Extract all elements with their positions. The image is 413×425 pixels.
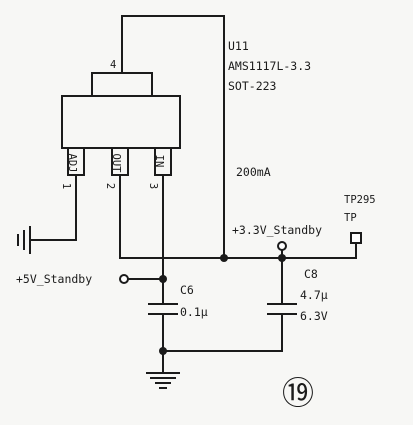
capacitor-c6 — [148, 278, 178, 374]
regulator-body — [61, 95, 181, 149]
regulator-tab — [91, 72, 153, 97]
pin-name-adj: ADJ — [66, 154, 78, 173]
capacitor-c8 — [267, 257, 297, 352]
c6-ref: C6 — [180, 283, 194, 297]
output-net-label: +3.3V_Standby — [232, 223, 322, 237]
test-point-ref: TP295 — [344, 194, 376, 206]
c8-ref: C8 — [304, 267, 318, 281]
ground-icon — [146, 372, 180, 389]
junction-ground — [159, 347, 167, 355]
test-point-label: TP — [344, 212, 357, 224]
c8-voltage: 6.3V — [300, 309, 328, 323]
regulator-u11: ADJ OUT IN 1 2 3 4 — [60, 15, 181, 280]
regulator-part: AMS1117L-3.3 — [228, 59, 311, 73]
sheet-marker: ⑲ — [282, 374, 314, 412]
junction-tab-out — [220, 254, 228, 262]
pin-number-3: 3 — [147, 183, 159, 189]
test-point-pad — [350, 232, 362, 244]
tab-pin-number: 4 — [110, 59, 116, 71]
pin-number-2: 2 — [104, 183, 116, 189]
pin-number-1: 1 — [60, 183, 72, 189]
output-net-terminal — [277, 241, 287, 251]
c8-value: 4.7μ — [300, 288, 328, 302]
pin-name-out: OUT — [110, 154, 122, 174]
chassis-ground-icon — [17, 226, 31, 254]
regulator-package: SOT-223 — [228, 79, 277, 93]
regulator-ref: U11 — [228, 39, 249, 53]
pin-name-in: IN — [153, 155, 165, 168]
current-note: 200mA — [236, 165, 271, 179]
input-net-terminal — [119, 274, 129, 284]
input-net-label: +5V_Standby — [16, 272, 92, 286]
c6-value: 0.1μ — [180, 305, 208, 319]
